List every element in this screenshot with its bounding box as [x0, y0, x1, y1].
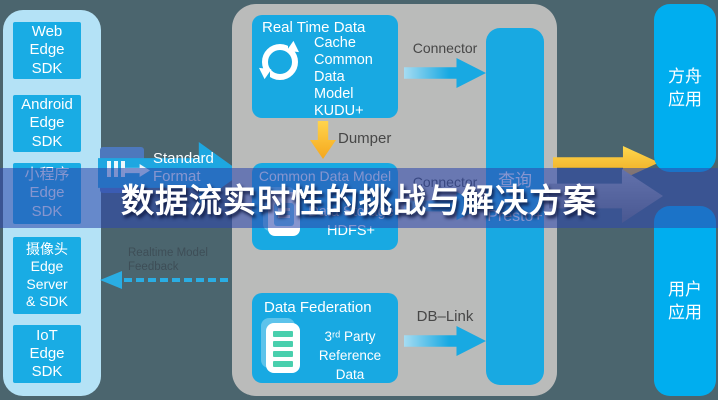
ark-app-label: 方舟 应用 — [668, 67, 702, 109]
ark-app-box: 方舟 应用 — [654, 4, 716, 172]
connector-top-arrow — [404, 58, 486, 88]
dumper-label: Dumper — [338, 130, 392, 147]
feedback-dashed-line — [124, 278, 228, 282]
sdk-label: IoT Edge SDK — [29, 326, 65, 381]
realtime-box-title: Real Time Data — [262, 19, 366, 36]
sdk-label: 摄像头 Edge Server & SDK — [25, 241, 68, 309]
data-federation-box: Data Federation 3ʳᵈ Party Reference Data — [252, 293, 398, 383]
federation-box-lines: 3ʳᵈ Party Reference Data — [318, 329, 382, 382]
dblink-label: DB–Link — [416, 308, 474, 325]
sdk-label: Web Edge SDK — [29, 23, 65, 77]
sidebar-item-web-sdk: Web Edge SDK — [13, 22, 81, 79]
dblink-arrow — [404, 326, 486, 356]
connector-top-label: Connector — [412, 40, 478, 56]
refresh-cycle-icon — [255, 39, 303, 81]
user-app-box: 用户 应用 — [654, 206, 716, 396]
realtime-box-lines: Cache Common Data Model KUDU+ — [314, 35, 373, 119]
user-app-label: 用户 应用 — [668, 280, 702, 322]
sdk-label: Android Edge SDK — [21, 96, 73, 150]
feedback-arrowhead-icon — [100, 271, 122, 289]
realtime-data-box: Real Time Data Cache Common Data Model K… — [252, 15, 398, 119]
sidebar-item-android-sdk: Android Edge SDK — [13, 95, 81, 152]
feedback-label: Realtime Model Feedback — [128, 247, 208, 273]
sidebar-item-camera-sdk: 摄像头 Edge Server & SDK — [13, 237, 81, 314]
sidebar-item-iot-sdk: IoT Edge SDK — [13, 325, 81, 383]
federation-box-title: Data Federation — [264, 299, 372, 316]
banner-title: 数据流实时性的挑战与解决方案 — [121, 182, 597, 219]
dumper-arrow — [310, 121, 336, 159]
database-stack-icon — [266, 323, 300, 373]
title-banner: 数据流实时性的挑战与解决方案 — [0, 168, 718, 228]
